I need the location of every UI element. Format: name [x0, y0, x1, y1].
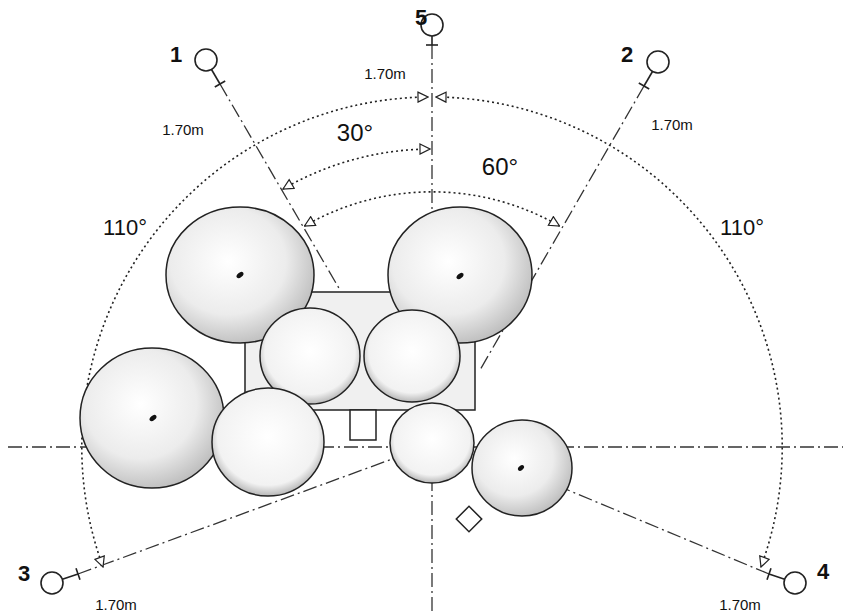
angle-label: 30° — [337, 121, 373, 145]
angle-label: 110° — [720, 217, 764, 239]
mic-number: 1 — [170, 44, 182, 66]
mic-number: 3 — [18, 563, 30, 585]
distance-label: 1.70m — [162, 122, 204, 137]
distance-label: 1.70m — [364, 66, 406, 81]
mic-number: 4 — [817, 561, 829, 583]
mic-number: 2 — [621, 44, 633, 66]
distance-label: 1.70m — [95, 597, 137, 612]
mic-number: 5 — [415, 7, 427, 29]
angle-label: 110° — [103, 217, 147, 239]
distance-label: 1.70m — [651, 117, 693, 132]
angle-label: 60° — [482, 155, 518, 179]
distance-label: 1.70m — [719, 597, 761, 612]
